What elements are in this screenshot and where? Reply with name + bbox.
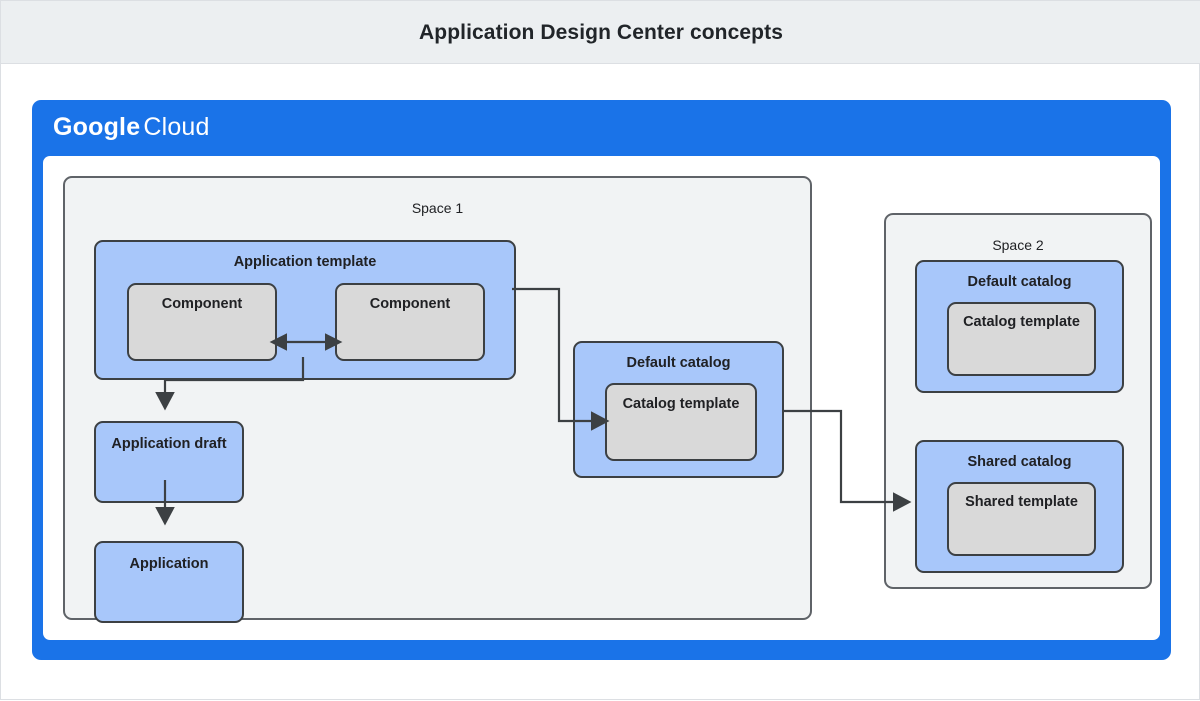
space-1-catalog-template-box[interactable]: Catalog template: [605, 383, 757, 461]
shared-catalog-label: Shared catalog: [967, 454, 1072, 470]
page-header: Application Design Center concepts: [1, 1, 1200, 64]
application-draft-box[interactable]: Application draft: [94, 421, 244, 503]
space-2-container: Space 2 Default catalog Catalog template…: [884, 213, 1152, 589]
application-label: Application: [129, 556, 209, 572]
space-1-default-catalog-label: Default catalog: [626, 355, 731, 371]
space-1-label: Space 1: [411, 200, 464, 216]
space-2-default-catalog-label: Default catalog: [967, 274, 1072, 290]
space-1-catalog-template-label: Catalog template: [622, 396, 740, 412]
application-template-box[interactable]: Application template Component Component: [94, 240, 516, 380]
space-2-catalog-template-label: Catalog template: [963, 314, 1080, 330]
component-2-box[interactable]: Component: [335, 283, 485, 361]
space-2-label: Space 2: [992, 237, 1044, 253]
shared-template-box[interactable]: Shared template: [947, 482, 1096, 556]
application-draft-label: Application draft: [111, 436, 227, 452]
shared-catalog-box[interactable]: Shared catalog Shared template: [915, 440, 1124, 573]
component-1-label: Component: [161, 296, 243, 312]
page-title: Application Design Center concepts: [419, 21, 783, 44]
application-template-label: Application template: [233, 254, 377, 270]
application-box[interactable]: Application: [94, 541, 244, 623]
space-2-catalog-template-box[interactable]: Catalog template: [947, 302, 1096, 376]
component-2-label: Component: [369, 296, 451, 312]
google-cloud-logo-cloud: Cloud: [143, 113, 210, 141]
space-1-container: Space 1 Application template Component C…: [63, 176, 812, 623]
space-2-default-catalog-box[interactable]: Default catalog Catalog template: [915, 260, 1124, 393]
google-cloud-logo-google: Google: [53, 113, 141, 141]
shared-template-label: Shared template: [965, 494, 1078, 510]
component-link-double-arrow: [269, 333, 343, 351]
space-1-default-catalog-box[interactable]: Default catalog Catalog template: [573, 341, 784, 478]
google-cloud-inner-panel: Space 1 Application template Component C…: [43, 156, 1160, 640]
component-1-box[interactable]: Component: [127, 283, 277, 361]
